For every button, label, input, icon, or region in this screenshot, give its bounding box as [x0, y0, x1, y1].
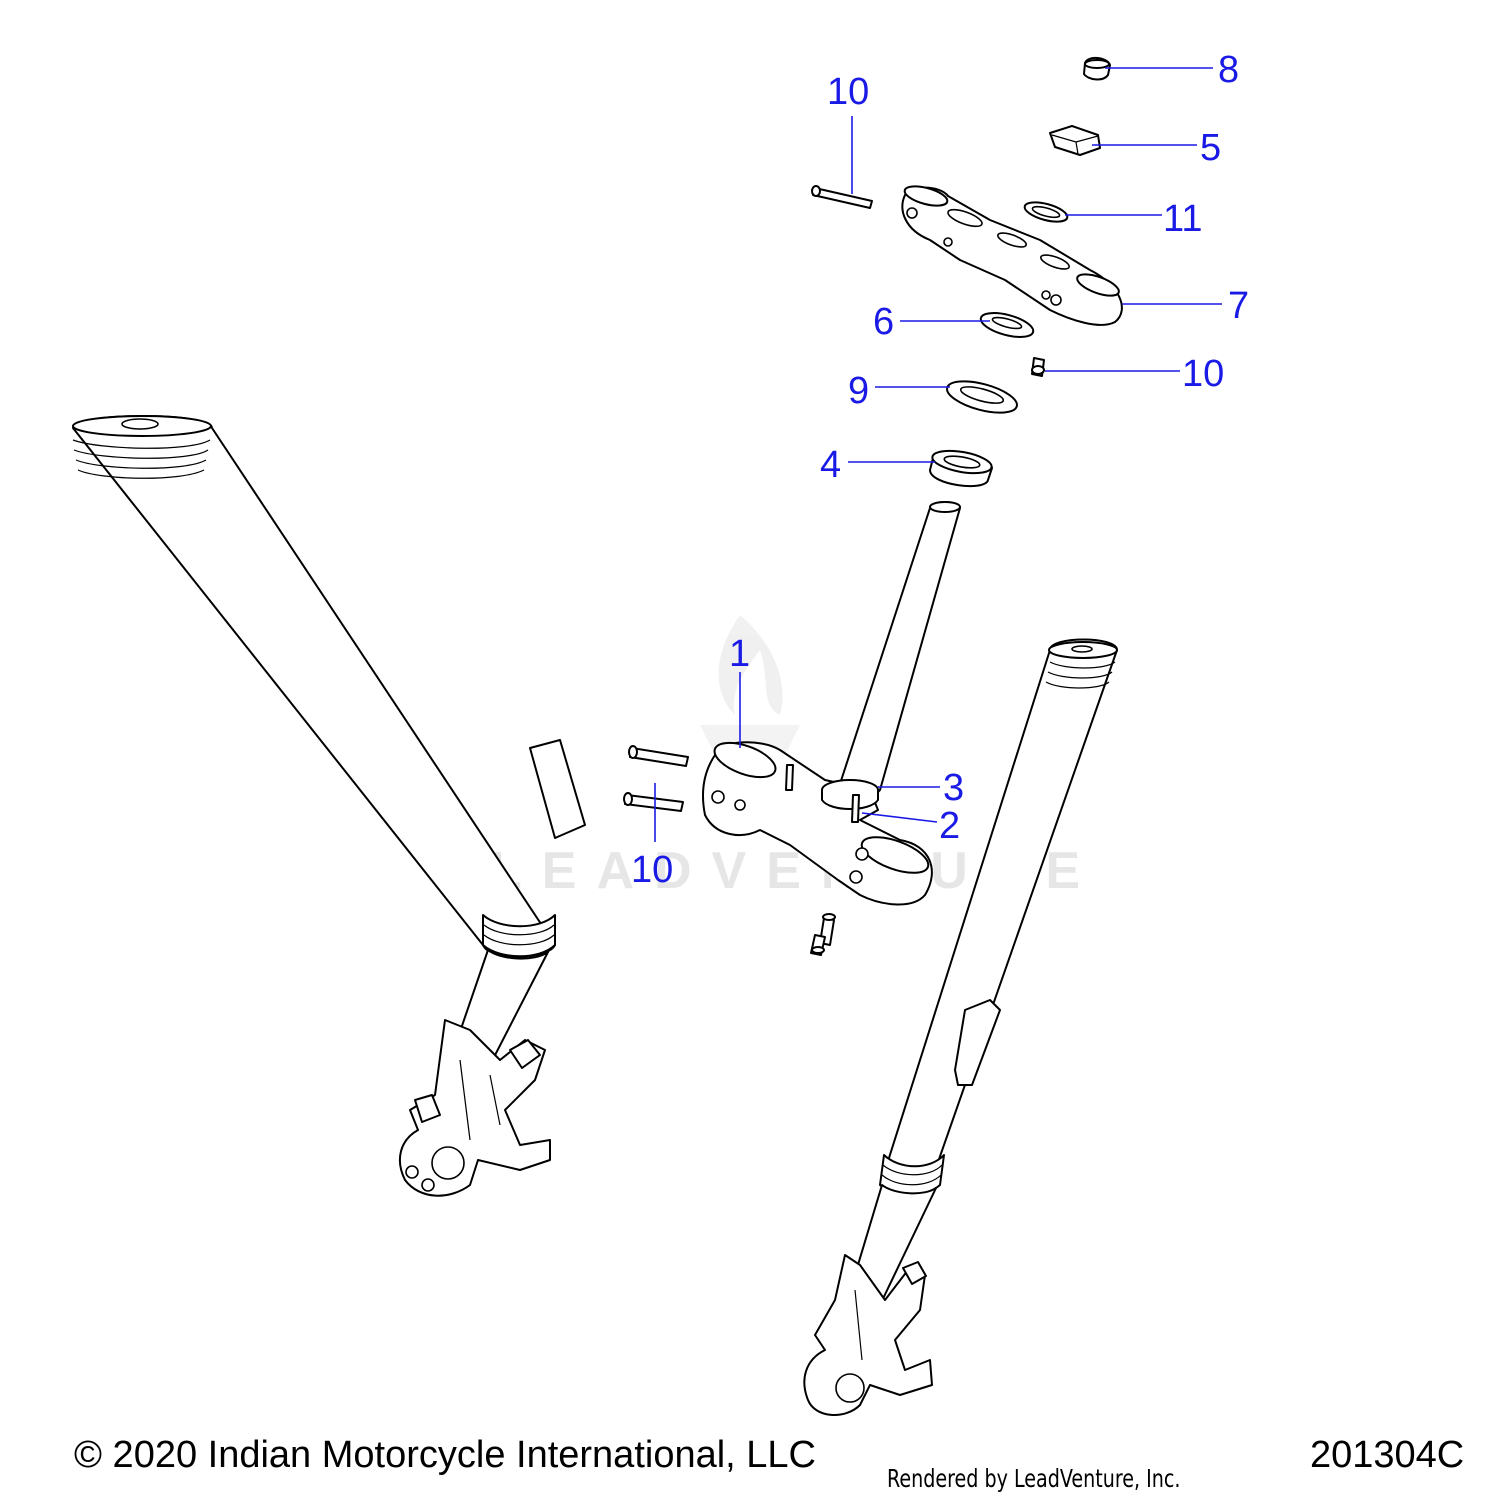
- lock-nut: [979, 312, 1035, 338]
- rendered-by-credit: Rendered by LeadVenture, Inc.: [887, 1464, 1181, 1493]
- diagram-code: 201304C: [1310, 1434, 1465, 1476]
- fork-left-main: [72, 415, 586, 1197]
- copyright-notice: © 2020 Indian Motorcycle International, …: [74, 1434, 816, 1476]
- callout-5: 5: [1200, 127, 1221, 169]
- clamp-bolt-upper: [811, 185, 873, 209]
- callout-8: 8: [1218, 49, 1239, 91]
- bearing: [929, 449, 993, 487]
- callout-numbers: 8 5 11 7 10 6 10 9 4 1 3 2 10: [631, 49, 1249, 891]
- callout-10-bottom: 10: [631, 849, 673, 891]
- callout-10-top: 10: [827, 71, 869, 113]
- stem-cap: [1083, 57, 1111, 81]
- upper-triple-clamp: [901, 185, 1123, 326]
- callout-leaders: [654, 67, 1222, 842]
- clamp-bolts-lower: [623, 745, 689, 812]
- clamp-bolt-small: [1031, 357, 1045, 377]
- callout-3: 3: [943, 767, 964, 809]
- lower-triple-clamp: [702, 501, 961, 906]
- washer: [1023, 201, 1069, 223]
- stem-nut: [1049, 125, 1101, 156]
- leader-2: [861, 812, 938, 823]
- callout-10-right: 10: [1182, 353, 1224, 395]
- dust-seal: [946, 380, 1018, 414]
- callout-6: 6: [873, 301, 894, 343]
- callout-1: 1: [729, 633, 750, 675]
- callout-4: 4: [820, 444, 841, 486]
- callout-11: 11: [1163, 198, 1202, 240]
- fork-right-main: [803, 638, 1118, 1417]
- callout-9: 9: [848, 370, 869, 412]
- callout-7: 7: [1228, 285, 1249, 327]
- callout-2: 2: [939, 805, 960, 847]
- clamp-bolts-bottom: [810, 913, 836, 956]
